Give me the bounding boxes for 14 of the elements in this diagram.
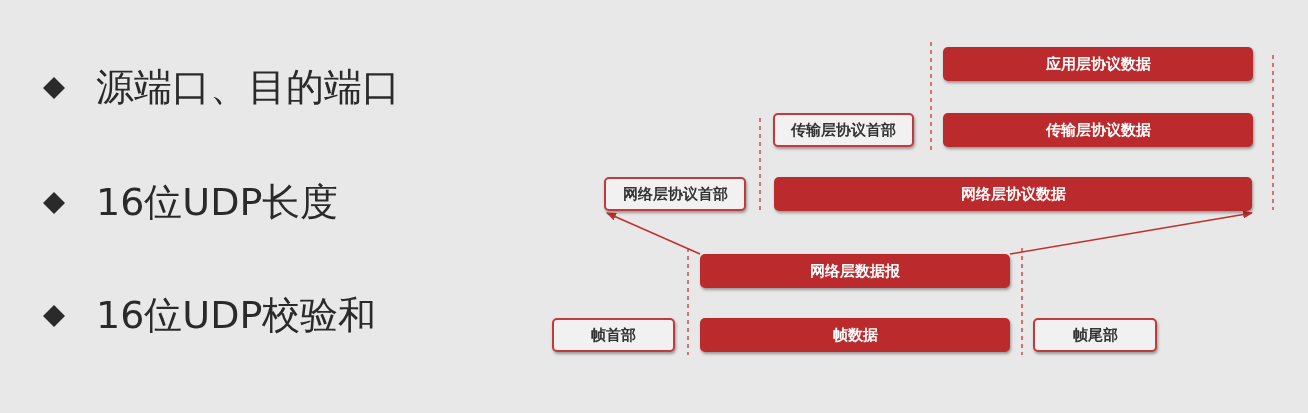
header-box: 传输层协议首部	[773, 113, 914, 147]
bullet-text: 16位UDP长度	[96, 179, 339, 226]
arrow	[1009, 210, 1253, 255]
header-box: 帧首部	[552, 318, 675, 352]
header-box: 网络层协议首部	[604, 177, 746, 211]
data-block: 应用层协议数据	[943, 47, 1253, 81]
data-block: 帧数据	[700, 318, 1010, 352]
bullet-text: 源端口、目的端口	[96, 64, 400, 111]
data-block: 传输层协议数据	[943, 113, 1253, 147]
bullet-text: 16位UDP校验和	[96, 292, 377, 339]
header-box: 帧尾部	[1033, 318, 1157, 352]
arrow	[606, 212, 701, 255]
data-block: 网络层数据报	[700, 254, 1010, 288]
data-block: 网络层协议数据	[774, 177, 1252, 211]
